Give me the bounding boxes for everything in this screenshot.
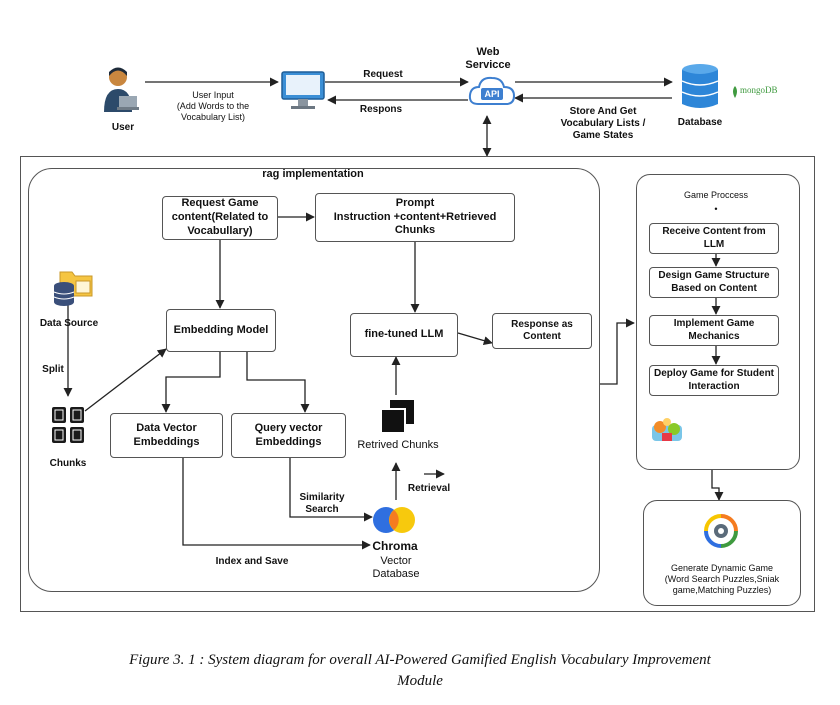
game-step-4: Deploy Game for Student Interaction bbox=[649, 365, 779, 396]
generate-game-region bbox=[643, 500, 801, 606]
chroma-icon bbox=[372, 504, 416, 536]
fine-tuned-llm-box: fine-tuned LLM bbox=[350, 313, 458, 357]
similarity-search-label: Similarity Search bbox=[299, 492, 345, 515]
user-label: User bbox=[111, 122, 135, 133]
index-and-save-label: Index and Save bbox=[215, 556, 289, 567]
data-source-icon bbox=[50, 268, 96, 308]
web-service-label: Web Servicce bbox=[465, 46, 511, 72]
chroma-label: Chroma bbox=[372, 539, 418, 553]
monitor-icon bbox=[280, 70, 326, 112]
generate-game-label: Generate Dynamic Game (Word Search Puzzl… bbox=[664, 563, 780, 595]
response-label: Respons bbox=[359, 104, 403, 115]
database-label: Database bbox=[677, 117, 723, 128]
chunks-icon bbox=[50, 405, 86, 445]
api-label: API bbox=[484, 89, 500, 99]
user-icon bbox=[100, 66, 140, 114]
retrieved-chunks-icon bbox=[380, 398, 416, 434]
embedding-model-box: Embedding Model bbox=[166, 309, 276, 352]
request-label: Request bbox=[363, 69, 403, 80]
split-label: Split bbox=[42, 364, 64, 375]
game-step-3: Implement Game Mechanics bbox=[649, 315, 779, 346]
database-icon bbox=[680, 62, 720, 112]
retrieval-label: Retrieval bbox=[407, 483, 451, 494]
mongodb-label: mongoDB bbox=[740, 85, 778, 95]
user-input-label: User Input (Add Words to the Vocabulary … bbox=[176, 90, 250, 122]
outer-frame bbox=[20, 156, 815, 612]
query-vector-embeddings-box: Query vector Embeddings bbox=[231, 413, 346, 458]
game-step-1: Receive Content from LLM bbox=[649, 223, 779, 254]
store-label: Store And Get Vocabulary Lists / Game St… bbox=[560, 106, 646, 141]
mongodb-icon bbox=[731, 85, 739, 98]
api-cloud-icon: API bbox=[468, 74, 516, 110]
game-dot: • bbox=[714, 204, 718, 214]
game-art-icon bbox=[650, 417, 684, 445]
rag-title: rag implementation bbox=[262, 168, 364, 180]
data-source-label: Data Source bbox=[39, 318, 99, 329]
response-as-content-box: Response as Content bbox=[492, 313, 592, 349]
game-process-title: Game Proccess bbox=[683, 190, 749, 200]
game-step-2: Design Game Structure Based on Content bbox=[649, 267, 779, 298]
chunks-label: Chunks bbox=[49, 458, 87, 469]
figure-caption: Figure 3. 1 : System diagram for overall… bbox=[129, 652, 711, 689]
vector-database-label: Vector Database bbox=[372, 555, 420, 581]
cycle-gear-icon bbox=[704, 514, 738, 548]
rag-implementation-region bbox=[28, 168, 600, 592]
game-process-region bbox=[636, 174, 800, 470]
prompt-box: Prompt Instruction +content+Retrieved Ch… bbox=[315, 193, 515, 242]
retrived-chunks-label: Retrived Chunks bbox=[357, 439, 439, 451]
request-game-content-box: Request Game content(Related to Vocabull… bbox=[162, 196, 278, 240]
data-vector-embeddings-box: Data Vector Embeddings bbox=[110, 413, 223, 458]
